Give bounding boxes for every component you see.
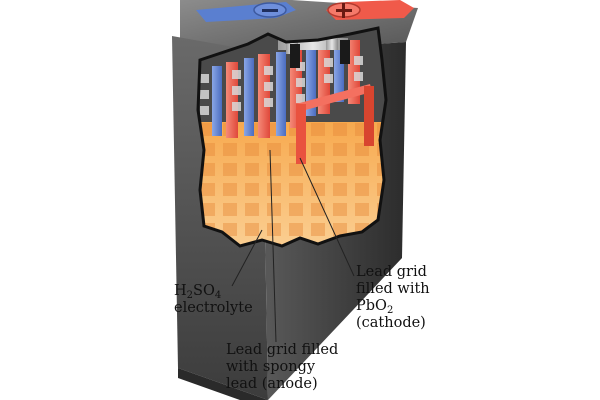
- cutaway-interior: [198, 28, 386, 246]
- anode-plate: [276, 52, 286, 136]
- formula-so-subscript: 4: [214, 290, 222, 301]
- anode-line-2: with spongy: [226, 359, 316, 375]
- grid-windows: [200, 56, 363, 115]
- electrolyte-leader: [231, 229, 263, 287]
- electrolyte-word: electrolyte: [174, 300, 253, 316]
- anode-grid-plates: [212, 42, 344, 136]
- anode-label: Lead grid filled with spongy lead (anode…: [226, 342, 338, 393]
- cathode-line-3: PbO2: [356, 298, 430, 316]
- cathode-line-1: Lead grid: [356, 264, 427, 280]
- negative-terminal-marker: [262, 9, 278, 12]
- cathode-formula: PbO: [356, 298, 387, 314]
- cathode-line-2: filled with: [356, 281, 430, 297]
- submerged-grid-pattern: [198, 122, 386, 246]
- anode-plate: [306, 46, 316, 116]
- casing-bottom-edge: [178, 368, 268, 400]
- cathode-label: Lead grid filled with PbO2 (cathode): [356, 264, 430, 332]
- formula-h-subscript: 2: [186, 290, 194, 301]
- cathode-formula-subscript: 2: [386, 305, 394, 316]
- cutaway-edge: [196, 26, 388, 248]
- positive-terminal-marker: [336, 3, 352, 18]
- post-black-strap: [290, 44, 300, 68]
- battery-terminals: [196, 0, 414, 22]
- anode-leader: [269, 149, 277, 343]
- cathode-leader: [299, 157, 355, 277]
- post-black-strap: [340, 40, 350, 64]
- anode-line-3: lead (anode): [226, 376, 318, 392]
- formula-h: H: [174, 283, 187, 299]
- anode-plate: [212, 66, 222, 136]
- anode-plate: [334, 42, 344, 102]
- electrolyte-formula: H2SO4: [174, 283, 253, 301]
- anode-plate: [244, 58, 254, 136]
- cathode-line-4: (cathode): [356, 315, 426, 331]
- cathode-plate: [226, 62, 238, 138]
- formula-so: SO: [193, 283, 215, 299]
- electrolyte-label: H2SO4 electrolyte: [174, 283, 253, 317]
- front-cathode-frame: [296, 84, 374, 164]
- leader-lines: [231, 149, 355, 343]
- anode-line-1: Lead grid filled: [226, 342, 339, 358]
